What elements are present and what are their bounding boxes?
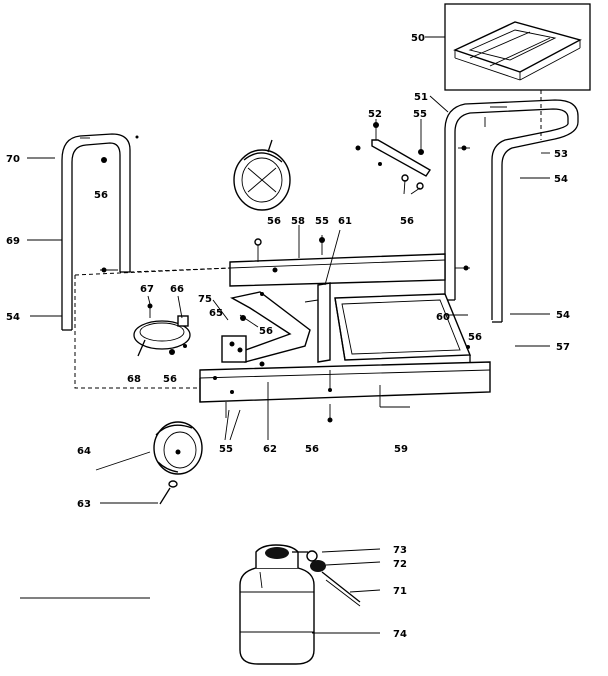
tray-part-60 [334, 293, 472, 362]
callout-66: 66 [170, 284, 184, 295]
base-frame-part-59 [199, 361, 491, 423]
callout-70: 70 [6, 154, 20, 165]
callout-60: 60 [436, 312, 450, 323]
callout-68: 68 [127, 374, 141, 385]
upright-part-61 [304, 282, 331, 363]
callout-74: 74 [393, 629, 407, 640]
callout-56: 56 [468, 332, 482, 343]
v-bracket-part-62 [221, 291, 311, 367]
callout-72: 72 [393, 559, 407, 570]
callout-labels: 50 51 52 55 53 54 70 56 69 56 58 55 61 5… [6, 33, 570, 640]
shelf-panel-part-50 [444, 3, 591, 140]
callout-67: 67 [140, 284, 154, 295]
callout-56: 56 [267, 216, 281, 227]
bracket-part-52 [355, 122, 470, 190]
callout-55: 55 [315, 216, 329, 227]
callout-75: 75 [198, 294, 212, 305]
callout-57: 57 [556, 342, 570, 353]
callout-71: 71 [393, 586, 407, 597]
callout-63: 63 [77, 499, 91, 510]
callout-55: 55 [219, 444, 233, 455]
callout-50: 50 [411, 33, 425, 44]
callout-69: 69 [6, 236, 20, 247]
clamp-ring-part-66 [133, 303, 191, 357]
callout-56: 56 [259, 326, 273, 337]
callout-56: 56 [163, 374, 177, 385]
callout-62: 62 [263, 444, 277, 455]
regulator-parts-71-73 [292, 550, 361, 607]
callout-53: 53 [554, 149, 568, 160]
wheel-upper [233, 139, 291, 211]
callout-56: 56 [305, 444, 319, 455]
axle-part-63 [159, 480, 178, 505]
assembly-outline-dashed [74, 267, 231, 389]
callout-56: 56 [400, 216, 414, 227]
propane-tank-part-74 [239, 544, 315, 665]
right-handle-part-51 [444, 99, 579, 323]
callout-64: 64 [77, 446, 91, 457]
callout-65: 65 [209, 308, 223, 319]
callout-54: 54 [6, 312, 20, 323]
top-rail-part-58 [229, 235, 470, 287]
callout-61: 61 [338, 216, 352, 227]
callout-73: 73 [393, 545, 407, 556]
left-handle-part-69 [61, 133, 139, 331]
callout-56: 56 [94, 190, 108, 201]
leader-lines [20, 36, 550, 634]
callout-52: 52 [368, 109, 382, 120]
callout-51: 51 [414, 92, 428, 103]
callout-54: 54 [554, 174, 568, 185]
callout-55: 55 [413, 109, 427, 120]
callout-59: 59 [394, 444, 408, 455]
wheel-lower [153, 421, 203, 475]
callout-58: 58 [291, 216, 305, 227]
callout-54: 54 [556, 310, 570, 321]
